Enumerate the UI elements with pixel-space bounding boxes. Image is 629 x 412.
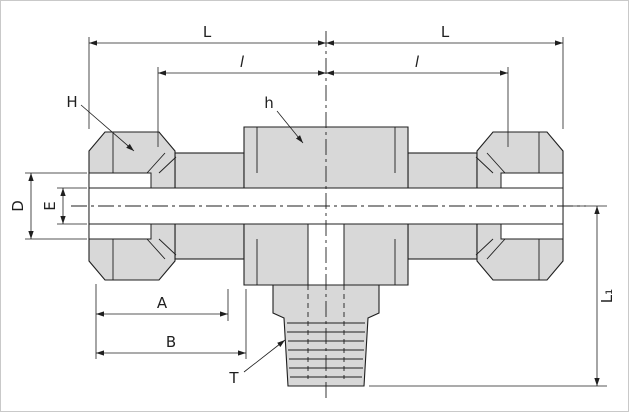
right-ferrule-line — [475, 156, 494, 174]
dimension-lines — [28, 40, 600, 386]
label-dim-L1: L₁ — [598, 289, 616, 303]
right-ferrule-line — [486, 238, 506, 260]
label-dim-D: D — [9, 200, 27, 212]
right-ferrule-line — [475, 238, 494, 256]
leader-line-T — [243, 339, 286, 373]
left-ferrule-line — [146, 238, 166, 260]
branch-bore-hidden-lines — [307, 285, 345, 379]
label-point-h: h — [264, 94, 274, 112]
label-point-H: H — [66, 93, 77, 111]
label-point-T: T — [228, 369, 239, 387]
leader-line-H — [80, 104, 135, 152]
drawing-root: L L l l H h D E A B T L₁ — [9, 23, 616, 401]
left-ferrule-line — [158, 156, 177, 174]
extension-lines — [25, 37, 607, 387]
label-dim-l-right: l — [415, 53, 420, 71]
left-ferrule-line — [158, 238, 177, 256]
centerlines — [71, 31, 586, 401]
label-dim-L-left: L — [203, 23, 212, 41]
right-ferrule-line — [486, 152, 506, 174]
part-shapes — [88, 126, 564, 387]
label-dim-l-left: l — [240, 53, 245, 71]
label-dim-L-right: L — [441, 23, 450, 41]
label-dim-B: B — [166, 333, 176, 351]
detail-lines — [112, 127, 540, 379]
label-dim-A: A — [157, 294, 168, 312]
leader-line-h — [276, 110, 304, 144]
dimension-labels: L L l l H h D E A B T L₁ — [9, 23, 616, 387]
label-dim-E: E — [41, 201, 59, 210]
ext-line — [25, 172, 87, 240]
left-ferrule-line — [146, 152, 166, 174]
